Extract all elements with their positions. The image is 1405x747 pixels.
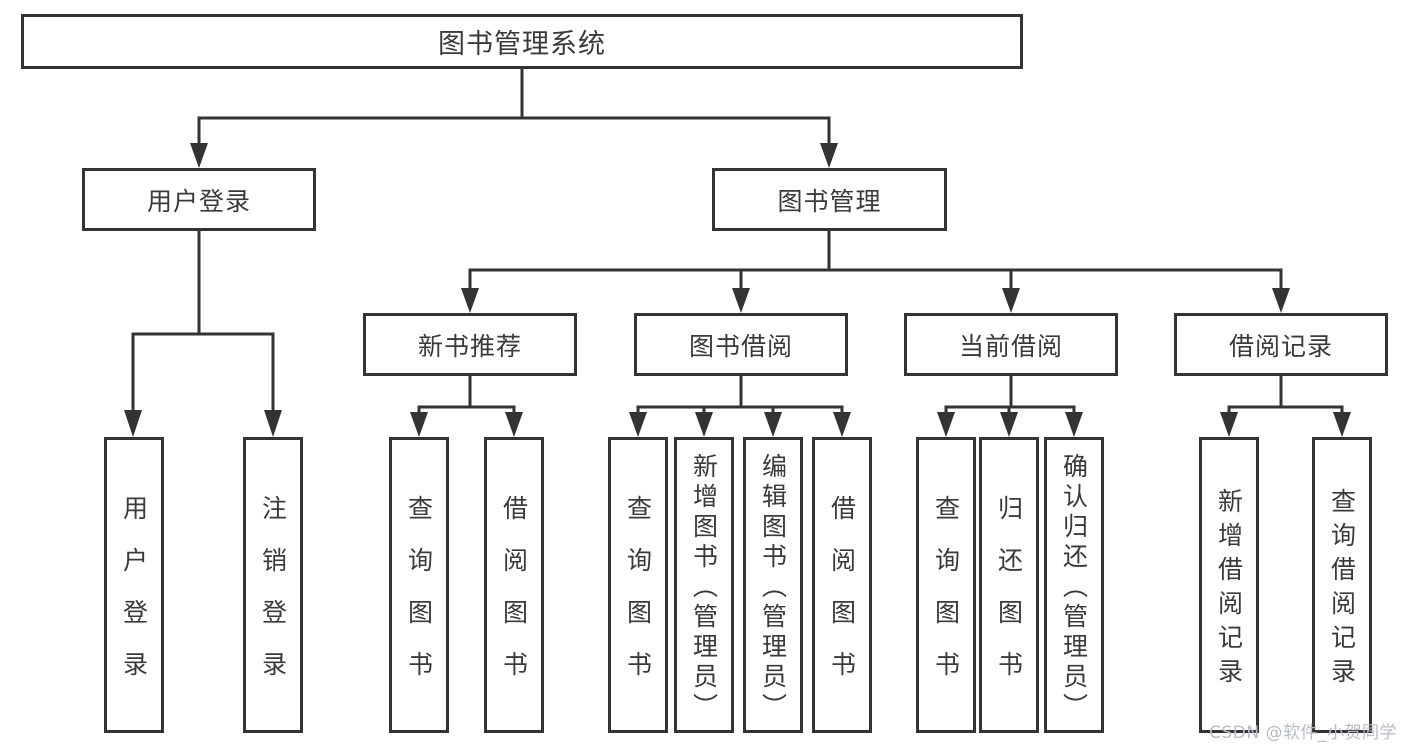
leaf-query-borrow-record: 查询借阅记录 [1312, 437, 1372, 733]
arrowhead-icon [629, 412, 647, 437]
csdn-watermark: CSDN @软件_小贺同学 [1209, 723, 1397, 743]
leaf-add-borrow-record: 新增借阅记录 [1199, 437, 1259, 733]
arrowhead-icon [1000, 412, 1018, 437]
leaf-logout: 注销登录 [243, 437, 303, 733]
leaf-edit-book-admin: 编辑图书（管理员） [743, 437, 803, 733]
arrowhead-icon [937, 412, 955, 437]
arrowhead-icon [410, 412, 428, 437]
leaf-query-books-recommend: 查询图书 [389, 437, 449, 733]
arrowhead-icon [264, 410, 282, 437]
arrowhead-icon [833, 412, 851, 437]
arrowhead-icon [1333, 412, 1351, 437]
node-library-system: 图书管理系统 [21, 14, 1023, 69]
arrowhead-icon [1220, 412, 1238, 437]
node-label: 图书管理 [777, 186, 882, 216]
node-borrow-records: 借阅记录 [1174, 313, 1388, 376]
leaf-add-book-admin: 新增图书（管理员） [674, 437, 734, 733]
leaf-return-books: 归还图书 [979, 437, 1039, 733]
arrowhead-icon [124, 410, 142, 437]
node-book-borrow: 图书借阅 [634, 313, 848, 376]
node-label: 查询图书 [931, 494, 961, 703]
arrowhead-icon [695, 412, 713, 437]
arrowhead-icon [461, 288, 479, 313]
node-label: 注销登录 [258, 494, 288, 703]
leaf-borrow-books-recommend: 借阅图书 [484, 437, 544, 733]
node-label: 图书管理系统 [438, 29, 606, 60]
node-current-borrow: 当前借阅 [904, 313, 1118, 376]
arrowhead-icon [505, 412, 523, 437]
arrowhead-icon [764, 412, 782, 437]
node-label: 借阅图书 [499, 494, 529, 703]
arrowhead-icon [1065, 412, 1083, 437]
node-label: 用户登录 [146, 186, 251, 216]
node-label: 查询图书 [623, 494, 653, 703]
node-label: 新增图书（管理员） [689, 452, 719, 723]
arrowhead-icon [820, 143, 838, 168]
node-label: 借阅记录 [1228, 331, 1333, 361]
leaf-query-books-borrow: 查询图书 [608, 437, 668, 733]
node-label: 借阅图书 [827, 494, 857, 703]
node-label: 当前借阅 [958, 331, 1063, 361]
arrowhead-icon [732, 288, 750, 313]
arrowhead-icon [190, 143, 208, 168]
node-label: 确认归还（管理员） [1059, 452, 1089, 723]
leaf-confirm-return-admin: 确认归还（管理员） [1044, 437, 1104, 733]
node-label: 用户登录 [119, 494, 149, 703]
node-user-login: 用户登录 [82, 168, 316, 231]
leaf-borrow-books: 借阅图书 [812, 437, 872, 733]
node-new-book-recommend: 新书推荐 [363, 313, 577, 376]
node-label: 归还图书 [994, 494, 1024, 703]
leaf-query-books-current: 查询图书 [916, 437, 976, 733]
node-label: 图书借阅 [688, 331, 793, 361]
node-label: 查询图书 [404, 494, 434, 703]
node-book-management: 图书管理 [712, 168, 947, 231]
node-label: 编辑图书（管理员） [758, 452, 788, 723]
node-label: 新书推荐 [417, 331, 522, 361]
arrowhead-icon [1002, 288, 1020, 313]
node-label: 新增借阅记录 [1214, 487, 1244, 692]
leaf-user-login: 用户登录 [104, 437, 164, 733]
arrowhead-icon [1272, 288, 1290, 313]
node-label: 查询借阅记录 [1327, 487, 1357, 692]
